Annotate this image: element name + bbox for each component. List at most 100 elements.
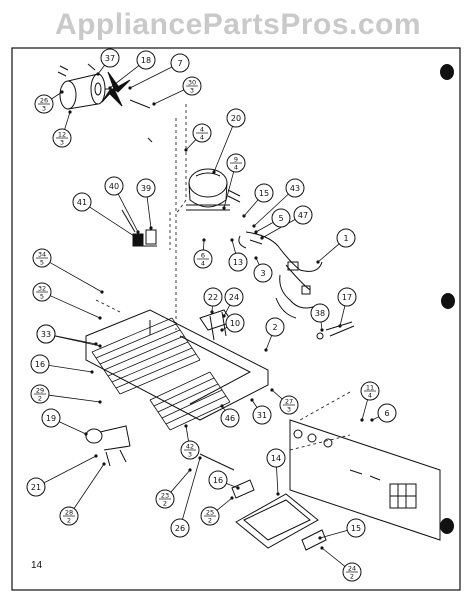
callout-number: 32 (38, 285, 46, 293)
callout-9: 94 (226, 153, 246, 173)
callout-number: 30 (188, 79, 196, 87)
fastener (222, 314, 226, 318)
callout-circle (293, 205, 313, 225)
callout-number: 46 (225, 414, 235, 423)
callout-14: 14 (266, 448, 286, 468)
callout-circle (41, 408, 61, 428)
callout-circle (336, 228, 356, 248)
leader-line (50, 295, 101, 319)
fastener (252, 224, 256, 228)
leader-line (255, 222, 274, 233)
callout-number: 23 (161, 492, 169, 500)
leader-line (223, 304, 231, 317)
callout-quantity: 5 (40, 293, 44, 301)
leader-line (48, 394, 101, 403)
callout-number: 22 (208, 293, 218, 302)
leader-line (54, 335, 97, 345)
callout-46: 46 (220, 408, 240, 428)
callout-number: 15 (351, 524, 361, 533)
binder-hole-bottom (440, 518, 454, 534)
callout-quantity: 4 (368, 392, 372, 400)
callout-38: 38 (310, 303, 330, 323)
fan-motor-assembly (57, 63, 153, 143)
fastener (100, 290, 104, 294)
callout-circle (104, 176, 124, 196)
callout-number: 37 (105, 54, 115, 63)
callout-11: 114 (360, 381, 380, 401)
callout-circle (228, 252, 248, 272)
callout-circle (266, 448, 286, 468)
control-panel (289, 419, 441, 541)
callout-circle (224, 287, 244, 307)
callout-quantity: 3 (188, 451, 192, 459)
callout-6b: 6 (377, 403, 397, 423)
fastener (338, 324, 342, 328)
callout-number: 28 (65, 509, 73, 517)
fastener (254, 230, 258, 234)
callout-quantity: 4 (234, 164, 238, 172)
callout-circle (136, 50, 156, 70)
callout-circle (271, 208, 291, 228)
fastener (320, 546, 324, 550)
fastener (96, 72, 100, 76)
leader-line (317, 243, 340, 263)
leader-line (265, 335, 273, 351)
callout-number: 27 (285, 398, 293, 406)
callout-circle (26, 477, 46, 497)
callout-5: 5 (271, 208, 291, 228)
leader-line (319, 530, 348, 539)
leader-line (261, 219, 296, 239)
callout-number: 7 (177, 59, 182, 68)
callout-3: 3 (253, 263, 273, 283)
callout-number: 10 (230, 319, 240, 328)
callout-number: 15 (259, 189, 269, 198)
callout-quantity: 2 (38, 395, 42, 403)
callout-18: 18 (136, 50, 156, 70)
callout-circle (252, 405, 272, 425)
leader-line (89, 206, 135, 237)
callout-quantity: 5 (40, 259, 44, 267)
callout-number: 34 (38, 251, 46, 259)
callout-28: 282 (59, 506, 79, 526)
leader-line (185, 139, 197, 151)
fastener (360, 418, 364, 422)
binder-hole-top (440, 64, 454, 80)
callout-circle (346, 518, 366, 538)
callout-43: 43 (285, 178, 305, 198)
fastener (98, 400, 102, 404)
callout-number: 9 (234, 156, 238, 164)
callout-29: 292 (30, 384, 50, 404)
leader-line (117, 193, 139, 233)
callout-circle (100, 48, 120, 68)
fastener (264, 348, 268, 352)
callout-number: 6 (384, 409, 389, 418)
fastener (212, 170, 216, 174)
leader-line (153, 89, 185, 105)
callout-number: 19 (46, 414, 56, 423)
fastener (98, 344, 102, 348)
callout-quantity: 3 (42, 105, 46, 113)
fastener (94, 454, 98, 458)
callout-13: 13 (228, 252, 248, 272)
callout-number: 17 (342, 293, 352, 302)
callout-number: 33 (41, 330, 51, 339)
callout-2: 2 (265, 317, 285, 337)
callout-33: 33 (36, 324, 56, 344)
callout-number: 43 (290, 184, 300, 193)
callout-quantity: 2 (163, 500, 167, 508)
fastener (242, 214, 246, 218)
callout-quantity: 3 (287, 406, 291, 414)
fastener (98, 316, 102, 320)
callout-number: 26 (175, 524, 185, 533)
callout-number: 41 (77, 198, 87, 207)
callout-quantity: 3 (190, 87, 194, 95)
fastener (188, 468, 192, 472)
callout-17: 17 (337, 287, 357, 307)
fastener (270, 388, 274, 392)
callout-24: 24 (224, 287, 244, 307)
callout-circle (36, 324, 56, 344)
callout-number: 3 (260, 269, 265, 278)
callout-41: 41 (72, 192, 92, 212)
callout-circle (30, 354, 50, 374)
leader-line (51, 91, 63, 100)
